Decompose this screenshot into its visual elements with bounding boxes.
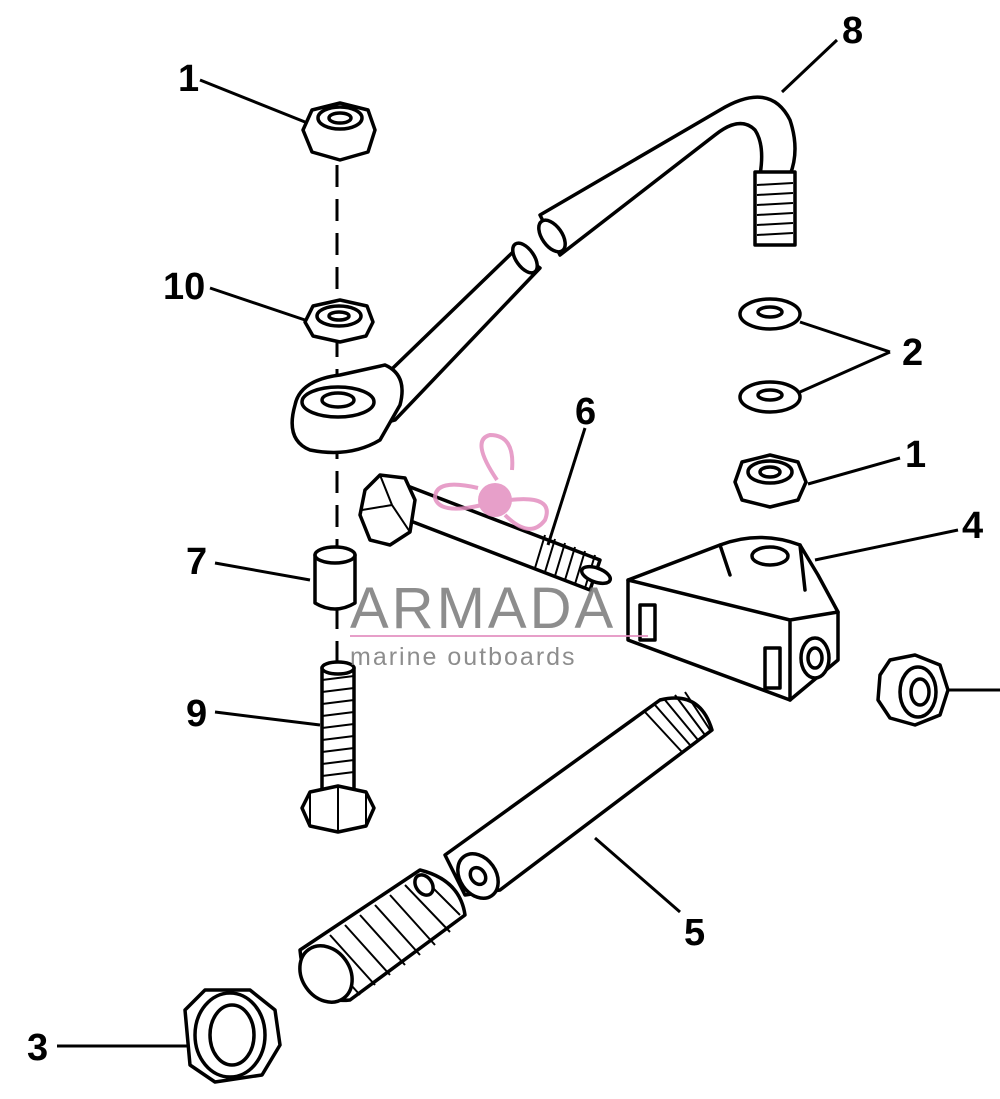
callout-6: 6 xyxy=(575,391,596,433)
part-5-tube xyxy=(298,691,714,1004)
callout-7: 7 xyxy=(186,541,207,583)
part-9-bolt xyxy=(300,660,376,834)
watermark-title: ARMADA xyxy=(350,576,616,641)
part-7-bushing xyxy=(313,545,357,611)
part-8-link-rod xyxy=(290,95,797,455)
callout-1-top: 1 xyxy=(178,58,199,100)
part-3-jam-nut xyxy=(183,988,282,1084)
callout-9: 9 xyxy=(186,693,207,735)
callout-labels: 1 10 8 2 1 4 6 7 9 5 3 xyxy=(27,10,983,1069)
callout-5: 5 xyxy=(684,912,705,954)
part-10-nut xyxy=(303,298,375,344)
callout-3: 3 xyxy=(27,1027,48,1069)
callout-4: 4 xyxy=(962,505,983,547)
watermark-subtitle: marine outboards xyxy=(350,643,577,671)
part-1-nut-right xyxy=(733,453,808,509)
part-1-locknut-right xyxy=(876,653,950,727)
callout-2: 2 xyxy=(902,332,923,374)
leader-lines xyxy=(57,38,1000,1048)
part-1-nut-top xyxy=(301,101,377,162)
part-4-connector-block xyxy=(626,535,840,702)
watermark: ARMADA marine outboards xyxy=(350,432,648,671)
callout-8: 8 xyxy=(842,10,863,52)
part-2-washers xyxy=(738,297,802,414)
propeller-icon xyxy=(432,432,549,531)
part-6-bolt xyxy=(358,473,613,592)
callout-10: 10 xyxy=(163,266,205,308)
callout-1-right: 1 xyxy=(905,434,926,476)
